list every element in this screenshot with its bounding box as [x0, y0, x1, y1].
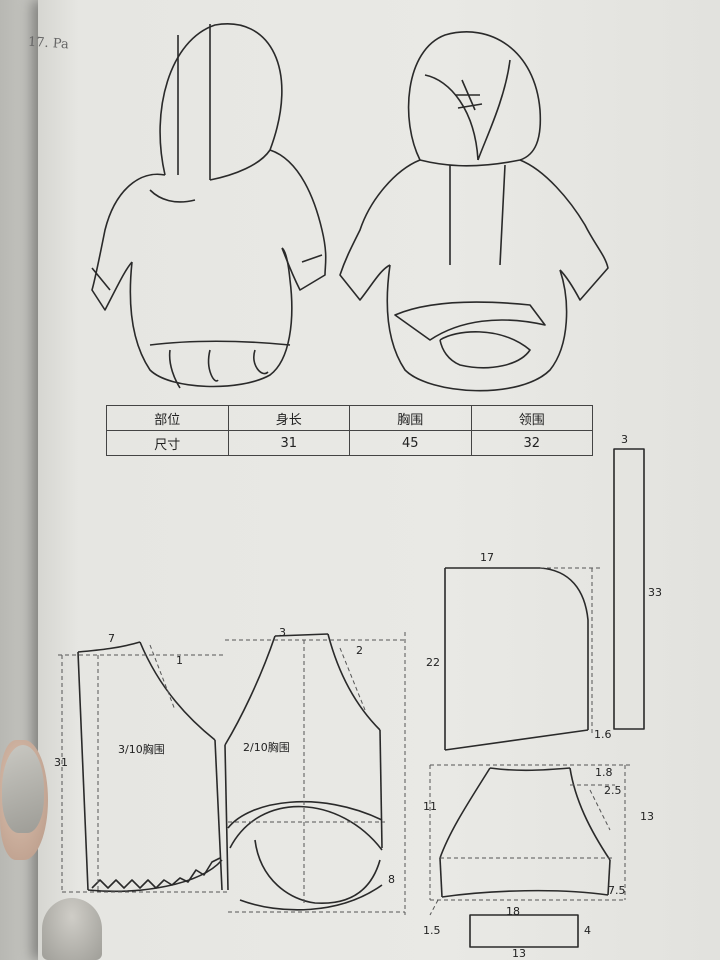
neck-strip-length-label: 33: [648, 586, 662, 599]
sleeve-left-corner-label: 1.5: [423, 924, 441, 937]
table-cell: 32: [470, 430, 593, 456]
sleeve-pattern-piece: [439, 767, 611, 898]
table-cell: 身长: [227, 405, 350, 431]
back-view-sketch: [91, 23, 327, 389]
front-pattern-piece: [77, 641, 223, 893]
table-cell: 胸围: [349, 405, 472, 431]
neck-strip-width-label: 3: [621, 433, 628, 446]
fingernail: [2, 745, 44, 833]
second-fingernail: [42, 898, 102, 960]
table-cell: 尺寸: [106, 430, 229, 456]
table-cell: 45: [349, 430, 472, 456]
sleeve-corner-label: 7.5: [608, 884, 626, 897]
cuff-length-label: 13: [512, 947, 526, 960]
front-slope-label: 1: [176, 654, 183, 667]
hood-corner-label: 1.6: [594, 728, 612, 741]
front-top-label: 7: [108, 632, 115, 645]
hood-width-label: 17: [480, 551, 494, 564]
table-cell: 部位: [106, 405, 229, 431]
table-cell: 31: [227, 430, 350, 456]
back-slope-label: 2: [356, 644, 363, 657]
hood-pattern-piece: [444, 567, 589, 751]
sleeve-top-label: 1.8: [595, 766, 613, 779]
book-page: [38, 0, 720, 960]
sleeve-slope-label: 2.5: [604, 784, 622, 797]
back-pattern-piece: [224, 633, 383, 911]
size-table-header-row: 部位 身长 胸围 领围: [106, 405, 593, 431]
back-chest-label: 2/10胸围: [243, 741, 290, 754]
front-height-label: 31: [54, 756, 68, 769]
back-top-label: 3: [279, 626, 286, 639]
size-table: 部位 身长 胸围 领围 尺寸 31 45 32: [106, 405, 593, 456]
sleeve-left-label: 11: [423, 800, 437, 813]
neck-strip-piece: [613, 448, 645, 730]
sleeve-bottom-label: 18: [506, 905, 520, 918]
cuff-width-label: 4: [584, 924, 591, 937]
hood-height-label: 22: [426, 656, 440, 669]
size-table-row: 尺寸 31 45 32: [106, 430, 593, 456]
back-hem-label: 8: [388, 873, 395, 886]
sleeve-right-label: 13: [640, 810, 654, 823]
front-view-sketch: [339, 31, 609, 392]
table-cell: 领围: [470, 405, 593, 431]
front-chest-label: 3/10胸围: [118, 743, 165, 756]
cuff-piece: [469, 914, 579, 948]
